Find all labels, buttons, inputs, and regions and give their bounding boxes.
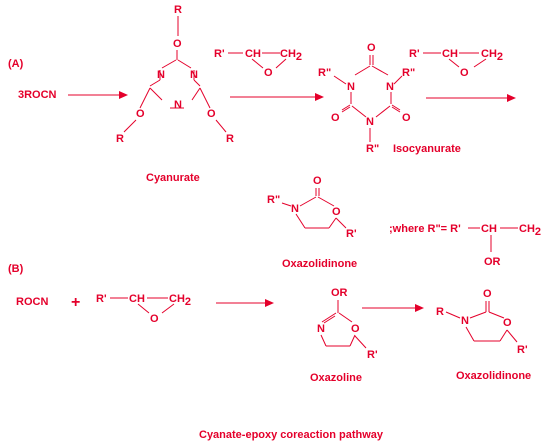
where-definition: ;where R"= R' CH CH2 OR xyxy=(389,223,541,268)
cyanurate-o-top: O xyxy=(173,38,182,50)
cyanurate-o-right: O xyxy=(207,108,216,120)
oxazoline-name: Oxazoline xyxy=(310,372,362,384)
oxazolidinone-b-o-carbonyl: O xyxy=(483,288,492,300)
epoxide-a2-o: O xyxy=(460,67,469,79)
arrow-b2 xyxy=(362,304,424,312)
arrow-a2 xyxy=(230,93,324,101)
isocyanurate-n-left: N xyxy=(347,81,355,93)
isocyanurate-n-bottom: N xyxy=(366,116,374,128)
epoxide-a2-r: R' xyxy=(409,48,420,60)
epoxide-a1: R' CH CH2 O xyxy=(214,48,302,79)
epoxide-a2: R' CH CH2 O xyxy=(409,48,503,79)
isocyanurate-name: Isocyanurate xyxy=(393,143,461,155)
epoxide-a1-ch: CH xyxy=(245,48,261,60)
cyanurate-n-right: N xyxy=(190,69,198,81)
panel-b-label: (B) xyxy=(8,263,24,275)
isocyanurate-o-left: O xyxy=(331,112,340,124)
panel-a-reactant: 3ROCN xyxy=(18,89,57,101)
epoxide-a1-ch2: CH2 xyxy=(280,48,302,63)
oxazoline-n: N xyxy=(317,323,325,335)
oxazoline-or: OR xyxy=(331,287,348,299)
oxazolidinone-a-o-carbonyl: O xyxy=(313,175,322,187)
epoxide-b-r: R' xyxy=(96,293,107,305)
oxazolidinone-a-n: N xyxy=(291,203,299,215)
isocyanurate-o-top: O xyxy=(367,42,376,54)
panel-b-plus: + xyxy=(71,294,80,311)
epoxide-b: R' CH CH2 O xyxy=(96,293,191,325)
oxazolidinone-a-r1: R' xyxy=(346,228,357,240)
arrow-b1 xyxy=(216,299,274,307)
oxazolidinone-a-name: Oxazolidinone xyxy=(282,258,357,270)
oxazoline-r1: R' xyxy=(367,349,378,361)
oxazolidinone-b-r1: R' xyxy=(517,344,528,356)
panel-b-reactant: ROCN xyxy=(16,296,48,308)
oxazoline-structure: OR N O R' xyxy=(317,287,378,361)
isocyanurate-n-right: N xyxy=(386,81,394,93)
cyanurate-name: Cyanurate xyxy=(146,172,200,184)
oxazolidinone-b-name: Oxazolidinone xyxy=(456,370,531,382)
epoxide-a2-ch: CH xyxy=(442,48,458,60)
oxazoline-o: O xyxy=(351,323,360,335)
oxazolidinone-b-structure: O R N O R' xyxy=(436,288,528,356)
where-or: OR xyxy=(484,256,501,268)
figure-caption: Cyanate-epoxy coreaction pathway xyxy=(199,429,384,441)
cyanurate-r-left: R xyxy=(116,133,124,145)
panel-a-label: (A) xyxy=(8,58,24,70)
epoxide-a1-r: R' xyxy=(214,48,225,60)
cyanurate-r-right: R xyxy=(226,133,234,145)
cyanurate-r-top: R xyxy=(174,4,182,16)
epoxide-a1-o: O xyxy=(264,67,273,79)
oxazolidinone-b-r: R xyxy=(436,306,444,318)
arrow-a3 xyxy=(426,94,516,102)
oxazolidinone-b-o-ring: O xyxy=(503,317,512,329)
oxazolidinone-a-r2: R" xyxy=(267,194,280,206)
isocyanurate-structure: O R" N R" N O O N R" xyxy=(318,42,415,155)
isocyanurate-r2-bottom: R" xyxy=(366,143,379,155)
arrow-a1 xyxy=(68,91,128,99)
cyanurate-n-bottom: N xyxy=(174,99,182,111)
epoxide-b-ch: CH xyxy=(129,293,145,305)
cyanurate-n-left: N xyxy=(157,69,165,81)
isocyanurate-r2-right: R" xyxy=(402,67,415,79)
oxazolidinone-b-n: N xyxy=(461,315,469,327)
isocyanurate-r2-left: R" xyxy=(318,67,331,79)
isocyanurate-o-right: O xyxy=(402,112,411,124)
where-ch2: CH2 xyxy=(519,223,541,238)
where-ch: CH xyxy=(481,223,497,235)
epoxide-a2-ch2: CH2 xyxy=(481,48,503,63)
epoxide-b-ch2: CH2 xyxy=(169,293,191,308)
cyanurate-structure: R O N N N O O R R xyxy=(116,4,234,145)
oxazolidinone-a-structure: O R" N O R' xyxy=(267,175,357,240)
cyanurate-o-left: O xyxy=(136,108,145,120)
oxazolidinone-a-o-ring: O xyxy=(332,206,341,218)
epoxide-b-o: O xyxy=(150,313,159,325)
where-prefix: ;where R"= R' xyxy=(389,223,461,235)
